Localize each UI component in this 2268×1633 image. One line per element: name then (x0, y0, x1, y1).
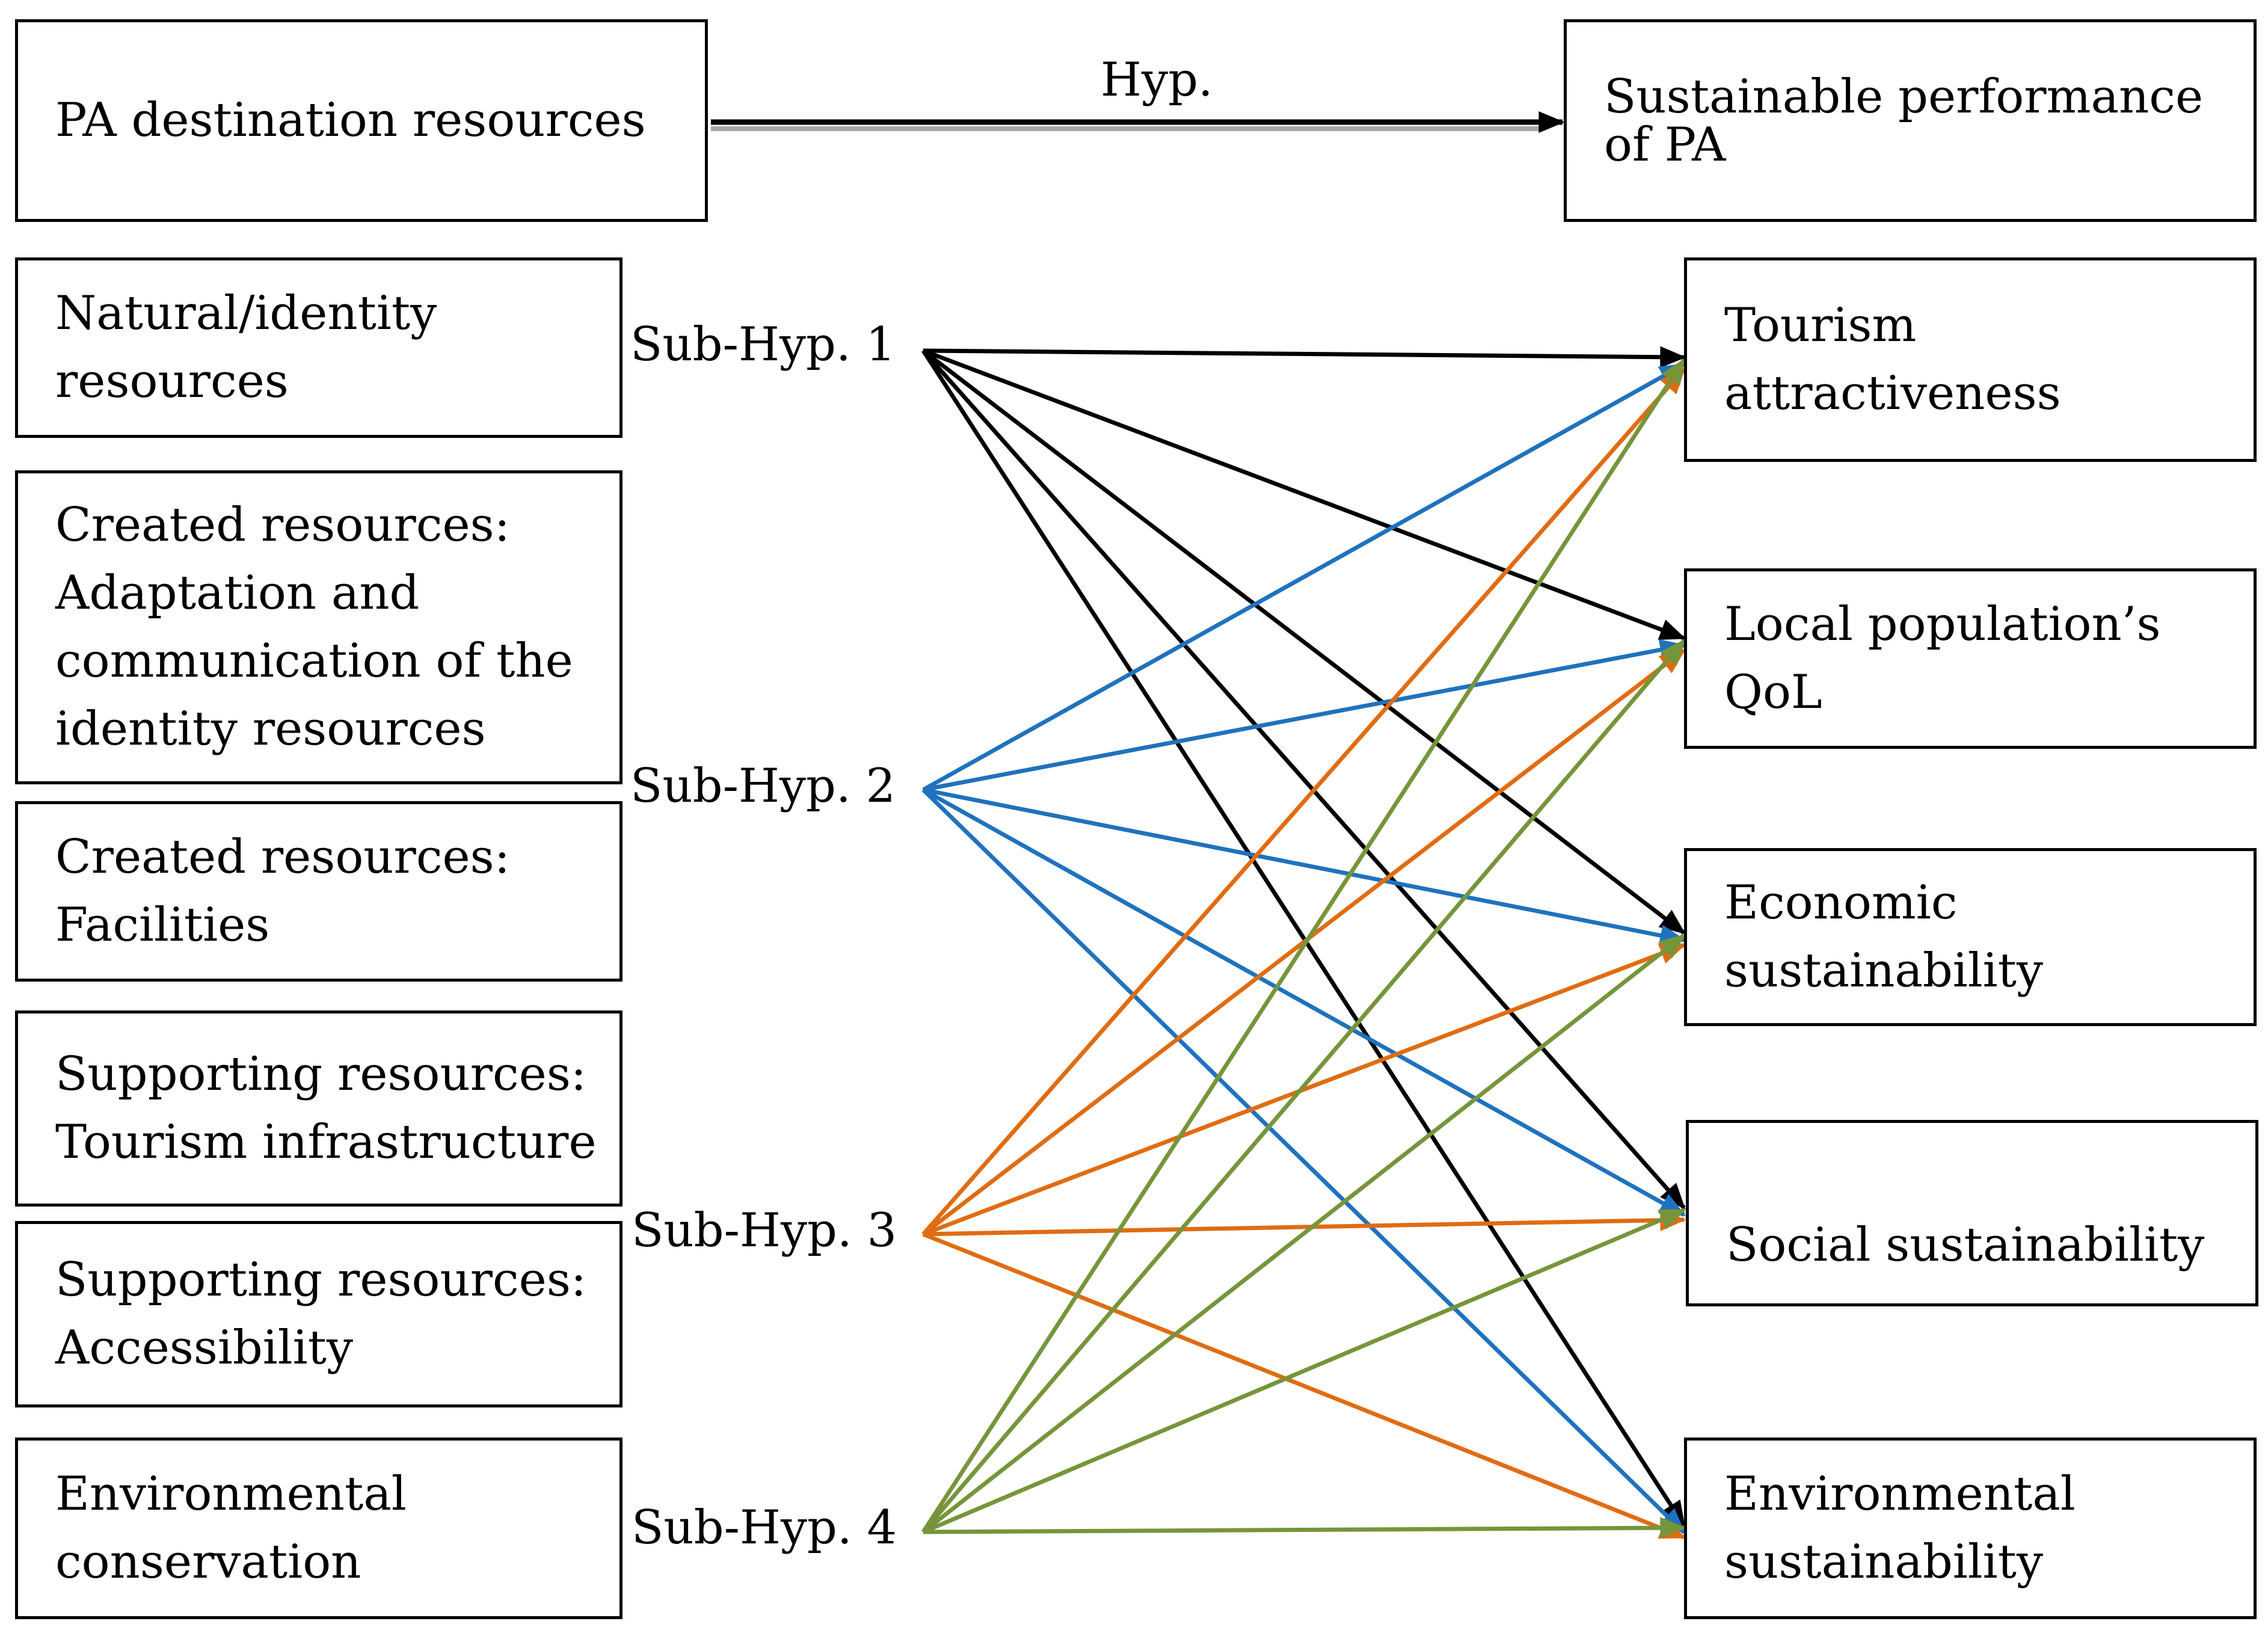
h1-to-economic-arrow (921, 349, 1686, 935)
left-box-line: communication of the (55, 634, 573, 688)
left-box-line: Supporting resources: (55, 1253, 587, 1307)
left-box-line: Supporting resources: (55, 1047, 587, 1101)
right-box-line: sustainability (1724, 944, 2044, 998)
left-box-line: Environmental (55, 1467, 407, 1521)
right-box-line: Social sustainability (1726, 1218, 2205, 1272)
left-box-line: Accessibility (55, 1321, 354, 1375)
h3-to-social-arrow (923, 1209, 1686, 1237)
right-box-line: Tourism (1724, 298, 1917, 352)
sustainable-performance-line-2: of PA (1604, 117, 1726, 172)
h3-to-attractiveness-arrow (921, 368, 1686, 1236)
right-box-line: Local population’s (1724, 597, 2161, 651)
left-box-supporting-infrastructure: Supporting resources: Tourism infrastruc… (15, 1010, 622, 1207)
left-box-supporting-accessibility: Supporting resources: Accessibility (15, 1221, 622, 1407)
h1-to-environmental-arrow (921, 349, 1686, 1528)
right-box-line: Environmental (1724, 1467, 2076, 1521)
h4-to-economic-arrow (921, 933, 1686, 1534)
left-box-line: conservation (55, 1535, 361, 1589)
sustainable-performance-box: Sustainable performance of PA (1564, 19, 2257, 222)
h2-to-social-arrow (922, 787, 1686, 1217)
h1-to-attractiveness-arrow (923, 346, 1686, 368)
left-box-created-adaptation: Created resources: Adaptation and commun… (15, 470, 622, 784)
left-box-created-facilities: Created resources: Facilities (15, 801, 622, 982)
left-box-line: Created resources: (55, 830, 510, 884)
h3-to-economic-arrow (922, 943, 1686, 1237)
h2-to-environmental-arrow (921, 788, 1686, 1534)
right-box-social-sustainability: Social sustainability (1686, 1120, 2258, 1306)
h4-to-attractiveness-arrow (921, 357, 1686, 1533)
right-box-line: attractiveness (1724, 366, 2061, 420)
right-box-local-population-qol: Local population’s QoL (1684, 568, 2257, 749)
main-hypothesis-arrow (711, 111, 1565, 133)
right-box-tourism-attractiveness: Tourism attractiveness (1684, 257, 2257, 462)
right-box-economic-sustainability: Economic sustainability (1684, 848, 2257, 1026)
h3-to-environmental-arrow (922, 1232, 1686, 1540)
pa-destination-resources-label: PA destination resources (55, 93, 646, 147)
right-box-line: QoL (1724, 665, 1822, 719)
h2-to-economic-arrow (923, 787, 1686, 946)
sub-hypothesis-arrows (921, 346, 1686, 1540)
hyp-label: Hyp. (1101, 53, 1213, 107)
h2-to-attractiveness-arrow (922, 362, 1686, 792)
sustainable-performance-line-1: Sustainable performance (1604, 69, 2204, 124)
left-box-line: Tourism infrastructure (55, 1115, 597, 1169)
h1-to-social-arrow (921, 349, 1686, 1210)
pa-destination-resources-box: PA destination resources (15, 19, 708, 222)
left-box-line: Adaptation and (55, 566, 420, 620)
sub-hyp-3-label: Sub-Hyp. 3 (632, 1204, 897, 1258)
left-box-environmental-conservation: Environmental conservation (15, 1438, 622, 1619)
left-box-line: Created resources: (55, 498, 510, 552)
sub-hyp-1-label: Sub-Hyp. 1 (630, 318, 896, 372)
h4-to-environmental-arrow (923, 1517, 1686, 1539)
right-box-environmental-sustainability: Environmental sustainability (1684, 1438, 2257, 1619)
h2-to-qol-arrow (923, 639, 1686, 792)
h4-to-social-arrow (922, 1208, 1686, 1534)
right-box-line: sustainability (1724, 1535, 2044, 1589)
sub-hyp-2-label: Sub-Hyp. 2 (630, 759, 896, 813)
left-box-line: resources (55, 354, 289, 408)
sub-hyp-4-label: Sub-Hyp. 4 (632, 1501, 897, 1555)
left-box-line: Facilities (55, 898, 270, 952)
left-box-natural-identity: Natural/identity resources (15, 257, 622, 438)
left-box-line: Natural/identity (55, 286, 437, 340)
h4-to-qol-arrow (921, 639, 1686, 1534)
left-box-line: identity resources (55, 702, 486, 756)
right-box-line: Economic (1724, 876, 1958, 930)
h1-to-qol-arrow (922, 348, 1686, 641)
